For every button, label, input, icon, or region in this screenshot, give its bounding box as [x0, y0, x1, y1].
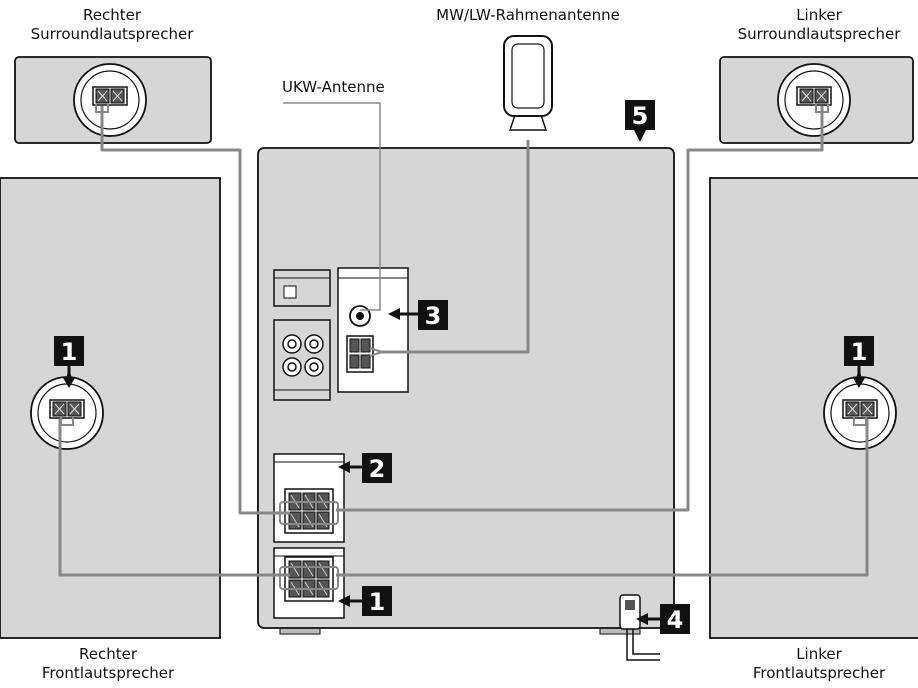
svg-text:2: 2: [369, 455, 386, 483]
surround-speaker-terminal-icon: [284, 488, 334, 534]
left-front-label: Linker Frontlautsprecher: [722, 645, 916, 683]
coax-jack-icon: [349, 305, 371, 327]
svg-text:1: 1: [61, 338, 78, 366]
step-marker-1-right-front: 1: [54, 336, 84, 366]
vent-square: [283, 285, 297, 299]
antenna-terminal-panel: [337, 267, 409, 393]
step-marker-5: 5: [625, 100, 655, 130]
right-surround-label-line1: Rechter: [82, 6, 141, 24]
svg-text:1: 1: [369, 588, 386, 616]
svg-text:5: 5: [632, 102, 649, 130]
right-front-terminal-icon: [30, 376, 104, 450]
right-surround-label-line2: Surroundlautsprecher: [30, 25, 194, 43]
cable-left-front: [336, 419, 869, 577]
cable-right-front: [58, 419, 290, 577]
left-surround-label-line2: Surroundlautsprecher: [737, 25, 901, 43]
power-plug-icon: [619, 594, 660, 661]
fm-wire-antenna: [283, 102, 381, 311]
am-antenna-terminal: [346, 335, 374, 373]
step-marker-1-unit: 1: [362, 586, 392, 616]
left-front-label-line1: Linker: [796, 645, 842, 663]
right-front-label-line2: Frontlautsprecher: [41, 664, 175, 682]
am-antenna-label: MW/LW-Rahmenantenne: [430, 6, 626, 25]
cable-am-antenna: [380, 140, 530, 354]
loop-antenna-icon: [503, 35, 553, 131]
cable-right-surround: [100, 106, 290, 515]
am-antenna-label-text: MW/LW-Rahmenantenne: [436, 6, 620, 24]
svg-text:1: 1: [851, 338, 868, 366]
right-surround-terminal-icon: [73, 63, 147, 137]
step-marker-3: 3: [418, 300, 448, 330]
step-marker-1-left-front: 1: [844, 336, 874, 366]
svg-text:4: 4: [667, 606, 684, 634]
vent-panel: [273, 269, 331, 307]
right-surround-label: Rechter Surroundlautsprecher: [18, 6, 206, 44]
left-surround-label-line1: Linker: [796, 6, 842, 24]
svg-text:3: 3: [425, 302, 442, 330]
left-front-label-line2: Frontlautsprecher: [752, 664, 886, 682]
rca-jack-icon: [282, 334, 324, 377]
left-front-terminal-icon: [823, 376, 897, 450]
fm-antenna-label-text: UKW-Antenne: [282, 78, 385, 96]
front-speaker-terminal-icon: [284, 556, 334, 602]
left-surround-label: Linker Surroundlautsprecher: [722, 6, 916, 44]
right-front-label: Rechter Frontlautsprecher: [10, 645, 206, 683]
step-marker-4: 4: [660, 604, 690, 634]
step-marker-2: 2: [362, 453, 392, 483]
cable-left-surround: [336, 106, 824, 512]
fm-antenna-label: UKW-Antenne: [282, 78, 412, 97]
left-surround-terminal-icon: [777, 63, 851, 137]
right-front-label-line1: Rechter: [78, 645, 137, 663]
rca-jack-panel: [273, 319, 331, 401]
